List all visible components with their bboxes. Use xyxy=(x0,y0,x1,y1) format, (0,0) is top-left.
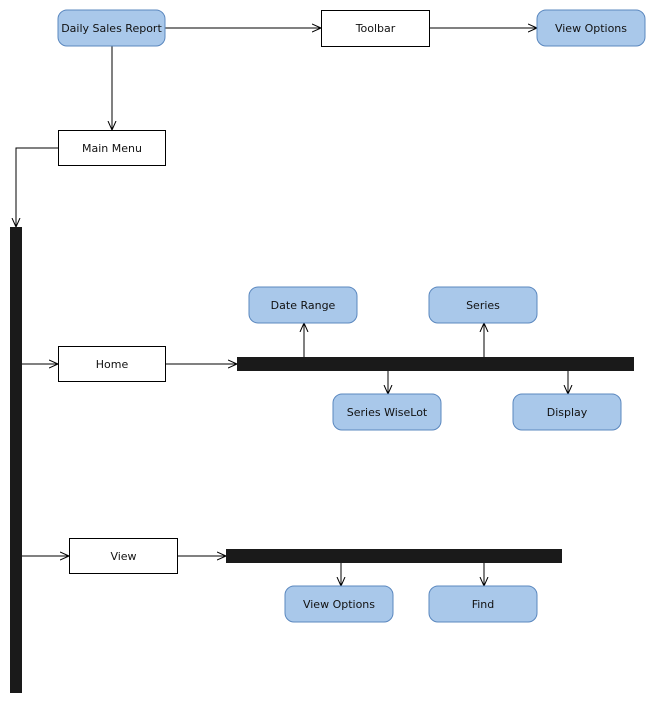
node-view-options-top-label: View Options xyxy=(555,22,627,35)
node-home-label: Home xyxy=(96,358,129,371)
node-home: Home xyxy=(58,346,166,382)
node-display-label: Display xyxy=(547,406,588,419)
node-daily-sales-report: Daily Sales Report xyxy=(57,9,166,47)
node-toolbar: Toolbar xyxy=(321,10,430,47)
node-view: View xyxy=(69,538,178,574)
node-find: Find xyxy=(428,585,538,623)
node-series-label: Series xyxy=(466,299,500,312)
node-date-range: Date Range xyxy=(248,286,358,324)
node-series-wise-lot: Series WiseLot xyxy=(332,393,442,431)
node-find-label: Find xyxy=(472,598,495,611)
node-main-menu-label: Main Menu xyxy=(82,142,142,155)
home-sync-bar xyxy=(237,357,634,371)
view-sync-bar xyxy=(226,549,562,563)
node-view-label: View xyxy=(110,550,136,563)
node-date-range-label: Date Range xyxy=(271,299,336,312)
main-vertical-bar xyxy=(10,227,22,693)
node-view-options-top: View Options xyxy=(536,9,646,47)
edge-mainmenu-bar xyxy=(16,147,58,227)
node-series-wise-lot-label: Series WiseLot xyxy=(347,406,428,419)
node-daily-sales-report-label: Daily Sales Report xyxy=(61,22,162,35)
node-view-options-bottom: View Options xyxy=(284,585,394,623)
node-series: Series xyxy=(428,286,538,324)
node-view-options-bottom-label: View Options xyxy=(303,598,375,611)
node-toolbar-label: Toolbar xyxy=(355,22,396,35)
node-main-menu: Main Menu xyxy=(58,130,166,166)
node-display: Display xyxy=(512,393,622,431)
